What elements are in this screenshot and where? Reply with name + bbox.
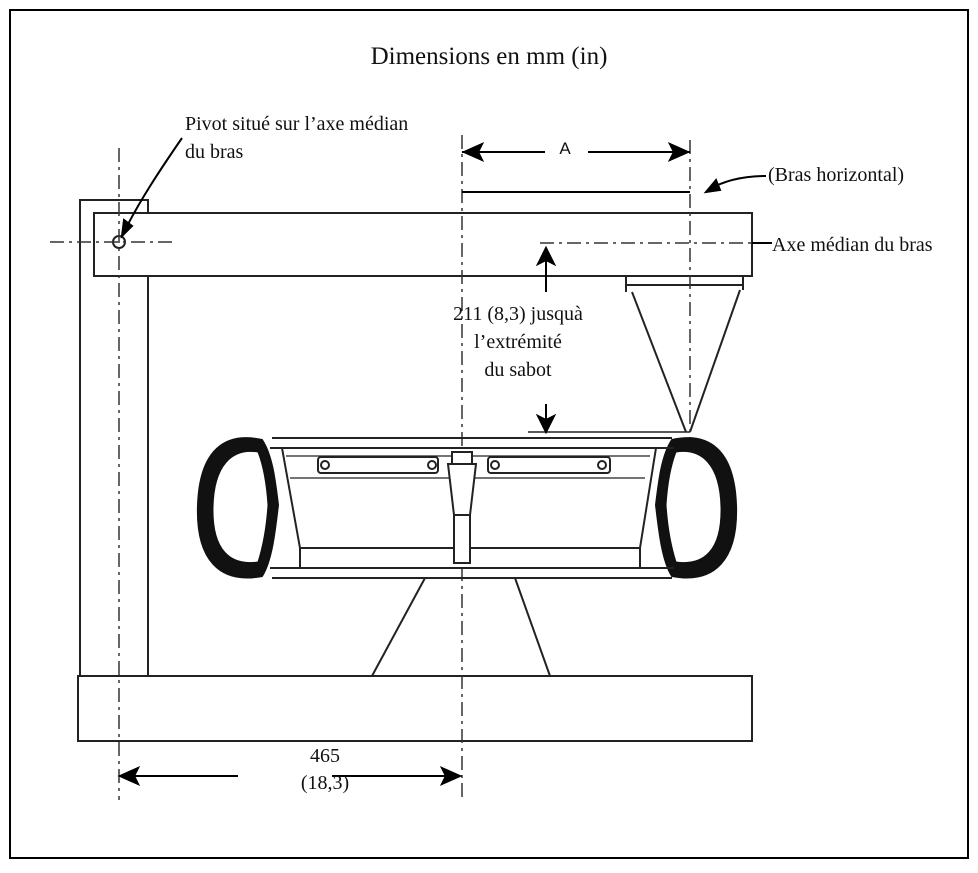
base-plate <box>77 675 753 742</box>
dimension-465 <box>117 765 463 787</box>
pivot-label: Pivot situé sur l’axe médian du bras <box>185 110 408 166</box>
dimension-465-line2: (18,3) <box>300 772 350 794</box>
dimension-465-line1: 465 <box>310 745 340 767</box>
dimension-a <box>461 141 691 193</box>
pivot-label-line1: Pivot situé sur l’axe médian <box>185 113 409 135</box>
dimension-a-label: A <box>559 139 571 158</box>
dimension-211-line1: 211 (8,3) jusquà <box>453 303 583 325</box>
axe-median-label: Axe médian du bras <box>772 234 933 256</box>
shoe-arm-right <box>689 289 741 433</box>
dimension-211-label: 211 (8,3) jusquà l’extrémité du sabot <box>398 300 638 384</box>
dimension-211-line3: du sabot <box>484 359 552 381</box>
bras-horizontal-label: (Bras horizontal) <box>768 164 905 186</box>
dimension-211 <box>535 245 557 435</box>
pivot-arrow <box>120 137 183 239</box>
support-right <box>514 577 551 677</box>
dimension-211-line2: l’extrémité <box>474 331 562 353</box>
shoe-arm-left <box>631 291 687 433</box>
diagram-title: Dimensions en mm (in) <box>370 43 608 70</box>
pivot-label-line2: du bras <box>185 141 244 163</box>
tire-wheel-assembly <box>196 431 738 579</box>
dimension-465-label: 465 (18,3) <box>250 743 400 797</box>
bras-horizontal-arrow <box>703 175 767 194</box>
support-left <box>371 577 426 677</box>
figure-frame <box>9 9 969 859</box>
horizontal-arm <box>93 212 753 277</box>
